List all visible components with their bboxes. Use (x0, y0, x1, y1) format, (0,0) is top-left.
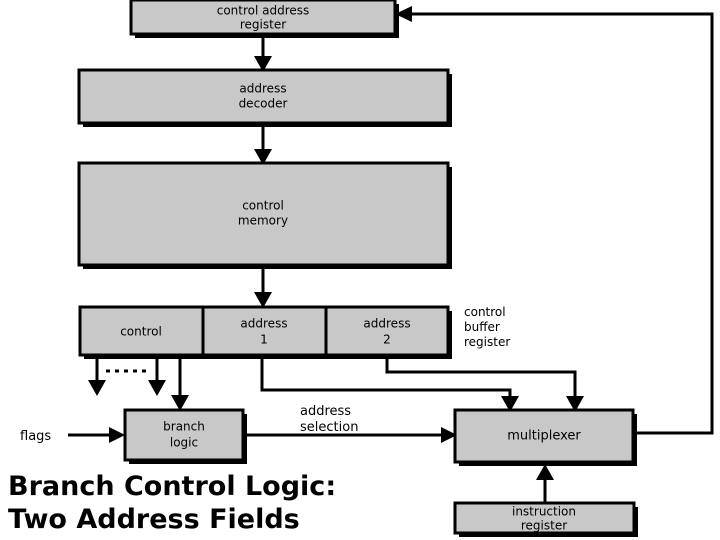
arrowhead-decoder-to-memory (254, 149, 272, 165)
control-buffer-register-label-line3: register (464, 335, 510, 349)
address-selection-label-line2: selection (300, 420, 358, 435)
caption-line-2: Two Address Fields (8, 504, 300, 535)
block-branch-logic[interactable]: branch logic (123, 408, 245, 462)
flags-label: flags (20, 429, 51, 444)
branch-logic-label-line2: logic (170, 436, 198, 450)
block-address-decoder[interactable]: address decoder (77, 68, 450, 125)
control-buffer-register-label-line1: control (464, 305, 506, 319)
control-buffer-register-label-line2: buffer (464, 320, 500, 334)
buffer-field-address-1-label-line2: 1 (260, 333, 268, 347)
block-control-buffer-register: control address 1 address 2 (78, 305, 450, 357)
instruction-register-label-line2: register (521, 519, 567, 533)
buffer-field-control[interactable]: control (78, 305, 205, 357)
buffer-field-address-1[interactable]: address 1 (201, 305, 328, 357)
buffer-field-address-2-label-line2: 2 (383, 333, 391, 347)
address-decoder-label-line2: decoder (239, 97, 288, 111)
buffer-field-control-label: control (120, 325, 162, 339)
free-labels: control buffer register flags address se… (20, 305, 510, 444)
diagram-caption: Branch Control Logic: Two Address Fields (8, 471, 336, 535)
arrowhead-flags-to-branch-logic (109, 427, 125, 443)
arrowhead-feedback-to-car (395, 6, 412, 22)
arrowhead-control-field-op1 (88, 380, 106, 396)
arrowhead-memory-to-buffer (254, 292, 272, 308)
address-selection-label-line1: address (300, 404, 351, 419)
block-control-address-register[interactable]: control address register (129, 0, 397, 36)
block-control-memory[interactable]: control memory (77, 161, 450, 267)
buffer-field-address-2[interactable]: address 2 (324, 305, 450, 357)
arrowhead-control-field-to-branch-logic (171, 395, 189, 411)
branch-logic-label-line1: branch (163, 420, 205, 434)
arrowhead-ir-to-mux (536, 464, 554, 480)
wire-mux-feedback-to-car (403, 12, 714, 435)
wire-address2-to-mux (385, 355, 577, 404)
multiplexer-label: multiplexer (507, 429, 581, 444)
block-multiplexer[interactable]: multiplexer (453, 408, 635, 464)
buffer-field-address-2-label-line1: address (363, 317, 410, 331)
instruction-register-label-line1: instruction (512, 505, 576, 519)
arrowhead-control-field-op2 (148, 380, 166, 396)
block-instruction-register[interactable]: instruction register (453, 501, 636, 535)
control-address-register-label-line2: register (240, 18, 286, 32)
arrowhead-address1-to-mux (501, 396, 519, 412)
address-decoder-label-line1: address (239, 82, 286, 96)
control-memory-label-line2: memory (238, 214, 288, 228)
arrowhead-address2-to-mux (566, 396, 584, 412)
arrowhead-car-to-decoder (254, 56, 272, 72)
control-address-register-label-line1: control address (217, 4, 310, 18)
control-memory-label-line1: control (242, 199, 284, 213)
arrowhead-branch-logic-to-mux (441, 427, 457, 443)
caption-line-1: Branch Control Logic: (8, 471, 336, 502)
arrowhead-group (88, 6, 584, 480)
buffer-field-address-1-label-line1: address (240, 317, 287, 331)
